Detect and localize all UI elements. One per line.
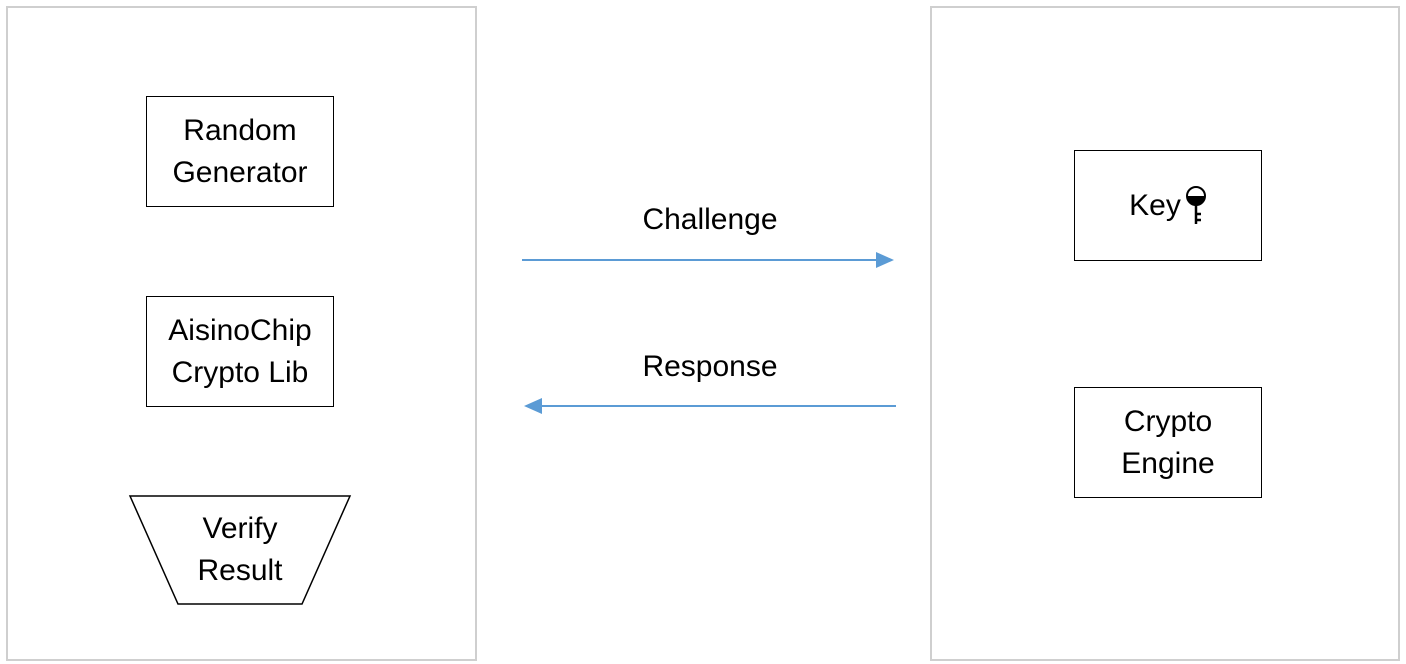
challenge-label: Challenge (642, 203, 778, 236)
verify-result-trapezoid (128, 495, 352, 605)
random-generator-label: Random Generator (172, 113, 308, 189)
response-label: Response (642, 350, 778, 383)
crypto-lib-box: AisinoChip Crypto Lib (146, 296, 334, 407)
crypto-lib-label: AisinoChip Crypto Lib (168, 313, 312, 389)
response-arrowhead (524, 398, 542, 414)
crypto-engine-box: Crypto Engine (1074, 387, 1262, 498)
crypto-engine-label: Crypto Engine (1121, 404, 1215, 480)
device-panel (930, 6, 1400, 661)
key-icon (1185, 185, 1206, 224)
random-generator-box: Random Generator (146, 96, 334, 207)
key-box: Key (1074, 150, 1262, 261)
verify-result-label: Verify Result (197, 512, 283, 587)
challenge-arrowhead (876, 252, 894, 268)
key-label: Key (1129, 188, 1181, 222)
